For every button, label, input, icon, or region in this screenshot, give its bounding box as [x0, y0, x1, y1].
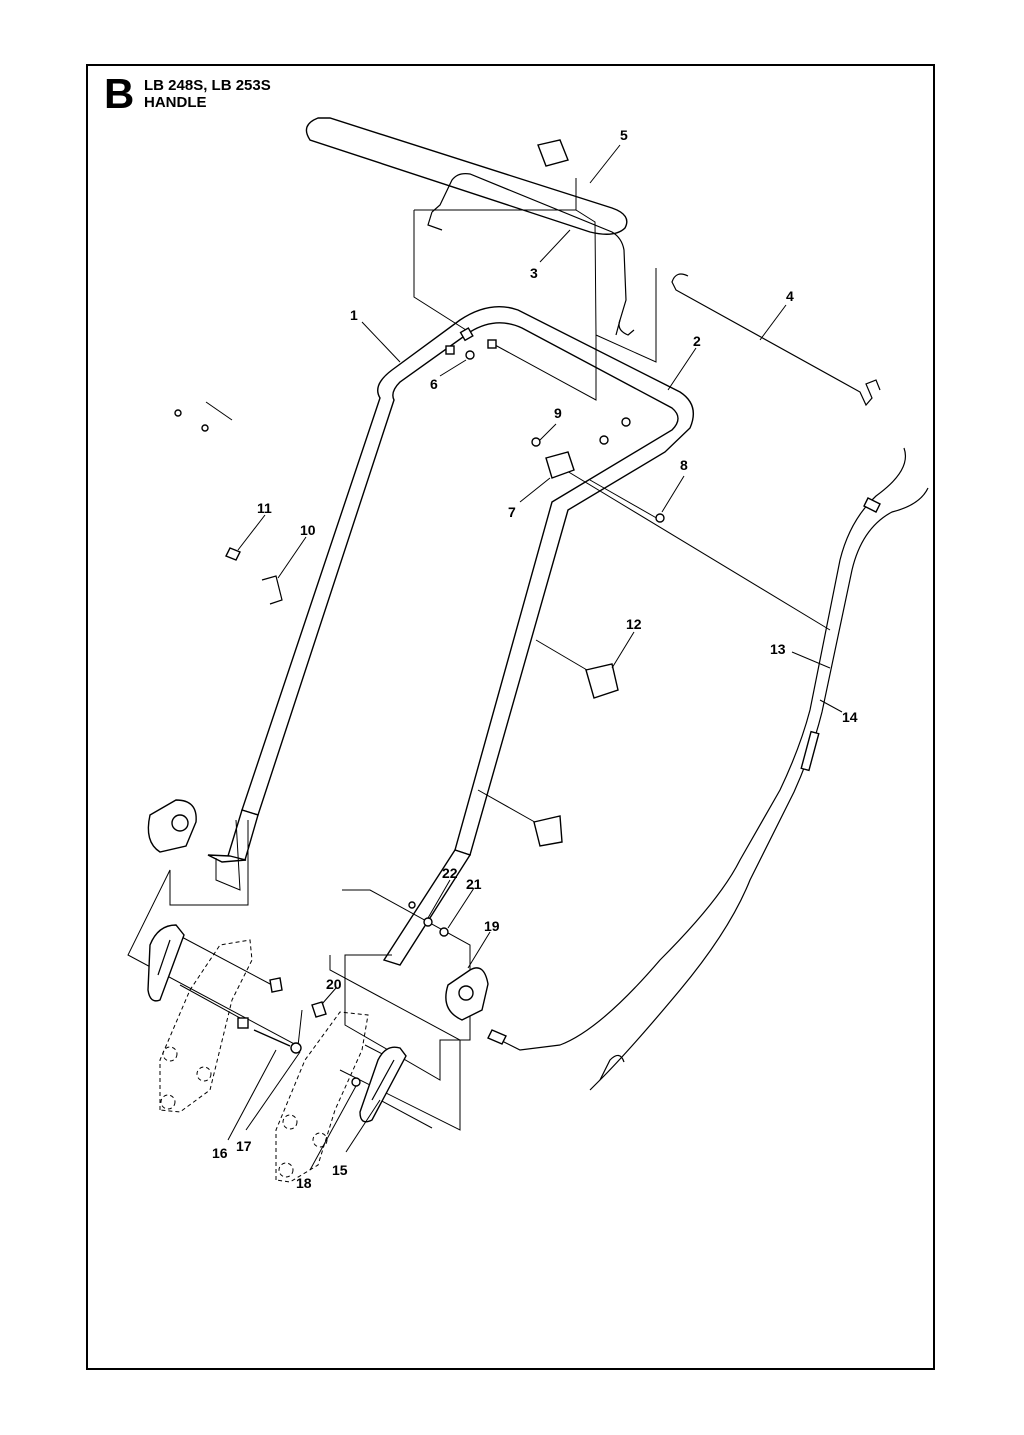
- leader-lines: [227, 144, 843, 1171]
- part-1-upper-handle: [207, 306, 694, 966]
- callout-16: 16: [212, 1145, 228, 1161]
- dashed-hinge-left: [159, 939, 253, 1113]
- callout-19: 19: [484, 918, 500, 934]
- callout-5: 5: [620, 127, 628, 143]
- callout-20: 20: [326, 976, 342, 992]
- part-15-plate-left: [147, 924, 185, 1002]
- callout-3: 3: [530, 265, 538, 281]
- part-19-knob: [445, 967, 489, 1021]
- callout-22: 22: [442, 865, 458, 881]
- drawing-border: [86, 64, 935, 1370]
- callout-9: 9: [554, 405, 562, 421]
- part-3-bail: [427, 173, 635, 336]
- part-18-dashed-hinge: [275, 1011, 369, 1183]
- parts-13-14-cables: [487, 447, 929, 1091]
- callout-15: 15: [332, 1162, 348, 1178]
- part-5-grip: [305, 117, 628, 235]
- part-4-rod: [671, 273, 881, 407]
- callout-18: 18: [296, 1175, 312, 1191]
- callout-17: 17: [236, 1138, 252, 1154]
- callout-8: 8: [680, 457, 688, 473]
- callout-1: 1: [350, 307, 358, 323]
- callout-7: 7: [508, 504, 516, 520]
- callout-2: 2: [693, 333, 701, 349]
- hardware-items: [174, 327, 665, 1087]
- callout-12: 12: [626, 616, 642, 632]
- callout-11: 11: [257, 500, 272, 516]
- section-letter: B: [104, 70, 135, 117]
- callout-6: 6: [430, 376, 438, 392]
- part-15-plate: [359, 1046, 407, 1123]
- callout-10: 10: [300, 522, 316, 538]
- model-line: LB 248S, LB 253S: [144, 77, 271, 94]
- assembly-name: HANDLE: [144, 94, 207, 111]
- callout-4: 4: [786, 288, 794, 304]
- callout-13: 13: [770, 641, 786, 657]
- knob-left: [147, 799, 197, 853]
- callout-14: 14: [842, 709, 858, 725]
- callout-21: 21: [466, 876, 482, 892]
- callout-labels: 5 3 4 1 2 6 9 8 7 11 10 12 13 14 22 21 1…: [212, 127, 858, 1191]
